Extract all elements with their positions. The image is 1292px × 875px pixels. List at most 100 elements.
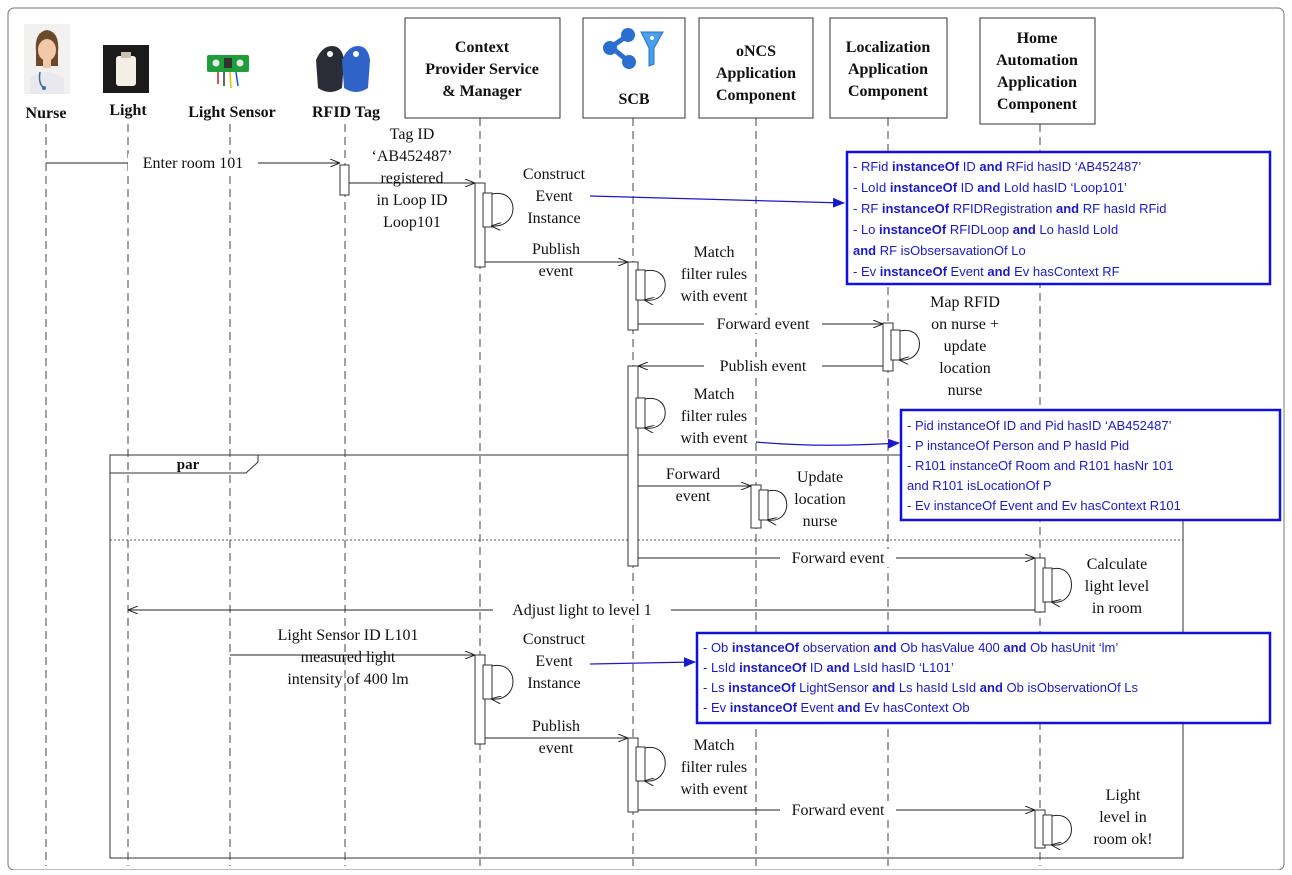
par-fragment: par [109,454,1184,859]
activation-cpsm-self-2 [482,664,493,700]
message-label-calculate-light: in room [1092,600,1143,617]
message-label-enter-room: Enter room 101 [143,155,243,172]
participant-label-nurse: Nurse [26,105,67,122]
note-run: instanceOf [880,264,948,279]
message-label-publish-event-2: Publish [532,718,580,735]
note-run: - Ob [703,640,732,655]
message-label-map-rfid: update [944,338,987,355]
activation-rfid [339,164,350,196]
message-label-publish-event-loc: Publish event [720,358,807,375]
participant-label-rfid: RFID Tag [312,104,380,121]
note-run: - LsId [703,660,739,675]
note-run: and [827,660,850,675]
message-label-forward-event-oncs: Forward [666,466,720,483]
activation-scb-self-3 [635,746,646,782]
note-run: - RF [853,201,882,216]
participant-label-loc: Component [848,83,929,100]
note-run: - LoId [853,180,890,195]
message-label-match-rules-3: with event [680,781,748,798]
note-run: Ob isObservationOf Ls [1003,680,1139,695]
message-label-map-rfid: nurse [948,382,983,399]
light-bulb-icon [103,45,149,93]
note-run: RFid hasID ‘AB452487’ [1003,159,1142,174]
note-run: and [987,264,1010,279]
message-label-publish-event-1: event [539,263,574,280]
note-run: and [1056,201,1079,216]
message-label-map-rfid: on nurse + [931,316,999,333]
note-run: and R101 isLocationOf P [907,478,1052,493]
note-arrows [589,195,900,668]
message-label-map-rfid: Map RFID [930,294,1000,311]
participant-label-oncs: Component [716,87,797,104]
activation-loc-self [890,329,901,361]
message-label-tag-registered: registered [380,170,443,187]
note-line-location-note: - Pid instanceOf ID and Pid hasID ‘AB452… [907,418,1172,433]
message-label-publish-event-2: event [539,740,574,757]
participant-label-cpsm: Provider Service [425,61,539,78]
note-line-light-note: - Ls instanceOf LightSensor and Ls hasId… [703,680,1139,695]
message-label-forward-event-home: Forward event [792,550,885,567]
note-run: Ob hasValue 400 [897,640,1004,655]
activation-scb-self-1 [635,269,646,301]
participant-label-home: Application [997,74,1077,91]
note-run: instanceOf [882,201,950,216]
note-run: - RFid [853,159,892,174]
note-line-rfid-note: - Lo instanceOf RFIDLoop and Lo hasId Lo… [853,222,1118,237]
message-label-light-ok: Light [1106,787,1141,804]
message-label-light-ok: level in [1099,809,1147,826]
note-run: - Ls [703,680,728,695]
note-arrow-location [755,438,900,449]
box-localization [829,17,948,119]
participant-label-home: Component [997,96,1078,113]
activation-home-self-1 [1042,567,1053,603]
light-sensor-board-icon [207,55,249,89]
box-oncs [698,17,814,119]
message-label-tag-registered: Tag ID [390,126,435,143]
message-label-construct-event-2: Event [535,653,573,670]
message-label-forward-event-oncs: event [676,488,711,505]
message-label-calculate-light: Calculate [1087,556,1147,573]
scb-network-icon [603,28,664,69]
message-label-match-rules-2: Match [694,386,735,403]
note-line-rfid-note: - RFid instanceOf ID and RFid hasID ‘AB4… [853,159,1141,174]
note-line-rfid-note: - RF instanceOf RFIDRegistration and RF … [853,201,1167,216]
participant-label-oncs: Application [716,65,796,82]
message-label-match-rules-2: with event [680,430,748,447]
note-run: RF hasId RFid [1079,201,1166,216]
note-arrow-rfid [589,195,845,208]
par-label: par [177,457,200,473]
note-run: - Pid instanceOf ID and Pid hasID ‘AB452… [907,418,1172,433]
note-run: and [1003,640,1026,655]
message-label-match-rules-3: Match [694,737,735,754]
participant-label-cpsm: & Manager [442,83,522,100]
note-run: observation [799,640,873,655]
note-run: Ob hasUnit ‘lm’ [1027,640,1119,655]
note-run: LightSensor [795,680,872,695]
note-line-location-note: - R101 instanceOf Room and R101 hasNr 10… [907,458,1174,473]
message-label-map-rfid: location [939,360,991,377]
message-label-calculate-light: light level [1085,578,1150,595]
activation-scb-self-2 [635,397,646,429]
note-run: - Ev instanceOf Event and Ev hasContext … [907,498,1181,513]
message-label-match-rules-3: filter rules [681,759,747,776]
note-run: instanceOf [890,180,958,195]
message-label-light-ok: room ok! [1093,831,1152,848]
note-line-rfid-note: - LoId instanceOf ID and LoId hasID ‘Loo… [853,180,1127,195]
note-run: instanceOf [879,222,947,237]
message-label-update-location: nurse [803,513,838,530]
note-arrow-light [589,657,696,668]
note-run: instanceOf [732,640,800,655]
box-home-automation [979,17,1096,125]
participant-label-oncs: oNCS [736,43,776,60]
message-label-tag-registered: Loop101 [383,214,441,231]
note-run: Lo hasId LoId [1036,222,1118,237]
note-run: and [1013,222,1036,237]
note-run: ID [959,159,979,174]
message-label-construct-event-1: Construct [523,166,586,183]
note-box-location [899,408,1282,522]
participant-label-scb: SCB [618,91,649,108]
participant-label-loc: Application [848,61,928,78]
note-run: LoId hasID ‘Loop101’ [1000,180,1127,195]
